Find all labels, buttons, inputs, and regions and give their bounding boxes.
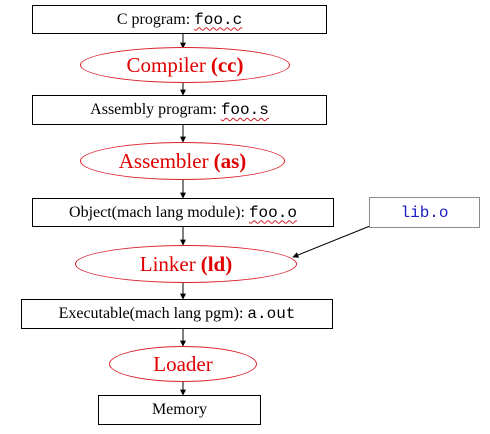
loader-ellipse: Loader — [109, 346, 257, 382]
object-file: foo.o — [248, 203, 297, 222]
assembler-label: Assembler — [118, 148, 209, 173]
library-box: lib.o — [369, 197, 480, 228]
linker-ellipse: Linker(ld) — [75, 245, 297, 283]
compiler-label: Compiler — [126, 52, 206, 77]
assembly-label: Assembly program: — [90, 101, 217, 118]
object-label: Object(mach lang module): — [69, 203, 245, 221]
compiler-ellipse: Compiler(cc) — [80, 47, 290, 83]
assembler-ellipse: Assembler(as) — [80, 142, 285, 180]
compiler-tool: (cc) — [210, 52, 244, 77]
executable-box: Executable(mach lang pgm): a.out — [21, 299, 333, 329]
c-program-label: C program: — [116, 10, 191, 28]
assembler-tool: (as) — [213, 148, 247, 173]
assembly-program-box: Assembly program: foo.s — [32, 95, 327, 125]
memory-box: Memory — [98, 395, 261, 425]
object-module-box: Object(mach lang module): foo.o — [32, 198, 334, 227]
linker-tool: (ld) — [200, 251, 233, 276]
arrow-library-to-linker — [292, 225, 371, 258]
assembly-file: foo.s — [220, 101, 269, 119]
library-file: lib.o — [400, 203, 449, 222]
linker-label: Linker — [139, 251, 196, 276]
memory-label: Memory — [151, 401, 208, 418]
executable-file: a.out — [247, 305, 296, 323]
c-program-box: C program: foo.c — [32, 5, 327, 34]
executable-label: Executable(mach lang pgm): — [58, 305, 244, 322]
loader-label: Loader — [153, 351, 213, 376]
c-program-file: foo.c — [194, 10, 243, 29]
